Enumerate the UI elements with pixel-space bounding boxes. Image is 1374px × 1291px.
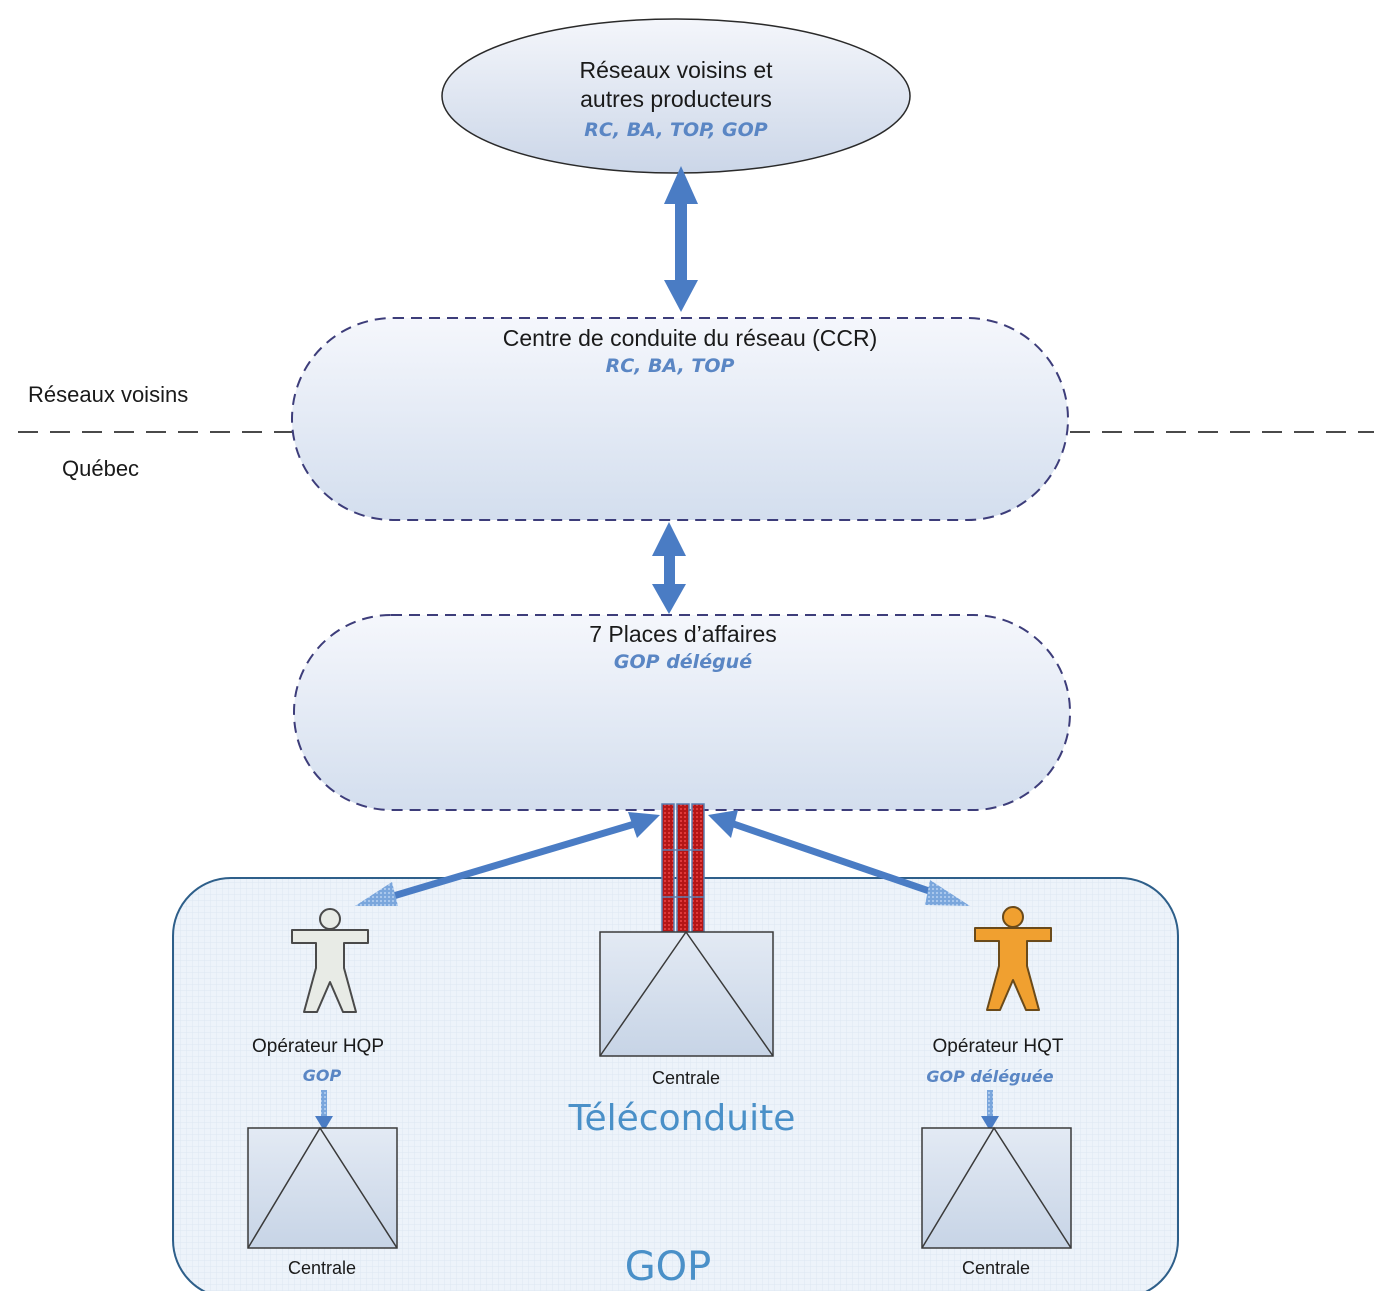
arrow-hqt-centrale [981, 1090, 999, 1131]
operator-hqt-label: Opérateur HQT [933, 1036, 1064, 1057]
top-node: Réseaux voisins et autres producteurs RC… [441, 18, 911, 174]
top-node-line1: Réseaux voisins et [579, 57, 773, 83]
ccr-node: Centre de conduite du réseau (CCR) RC, B… [291, 317, 1069, 521]
operator-hqt-icon [974, 906, 1052, 1011]
ccr-title: Centre de conduite du réseau (CCR) [503, 325, 878, 351]
centrale-left: Centrale [247, 1126, 398, 1278]
top-node-roles: RC, BA, TOP, GOP [584, 119, 767, 141]
centrale-center: Centrale [599, 930, 774, 1088]
arrow-places-hqt [708, 810, 970, 906]
operator-hqp-icon [291, 908, 369, 1013]
centrale-left-label: Centrale [288, 1258, 356, 1278]
places-node: 7 Places d’affaires GOP délégué [293, 614, 1071, 811]
teleconduite-label: Téléconduite [568, 1098, 796, 1139]
arrow-hqp-centrale [315, 1090, 333, 1131]
operator-hqp-role: GOP [303, 1066, 342, 1085]
operator-hqt-role: GOP déléguée [926, 1067, 1053, 1086]
boundary-upper-label: Réseaux voisins [28, 382, 188, 407]
ccr-roles: RC, BA, TOP [606, 355, 735, 377]
top-node-line2: autres producteurs [580, 86, 772, 112]
boundary-lower-label: Québec [62, 456, 139, 481]
arrow-top-ccr [664, 166, 698, 312]
arrow-ccr-places [652, 522, 686, 614]
arrow-places-hqp [355, 812, 660, 906]
centrale-center-label: Centrale [652, 1068, 720, 1088]
operator-hqp-label: Opérateur HQP [252, 1036, 384, 1057]
teleconduite-links [661, 803, 705, 933]
places-roles: GOP délégué [614, 651, 752, 673]
centrale-right-label: Centrale [962, 1258, 1030, 1278]
gop-group-label: GOP [625, 1244, 712, 1290]
centrale-right: Centrale [921, 1126, 1072, 1278]
places-title: 7 Places d’affaires [589, 621, 777, 647]
